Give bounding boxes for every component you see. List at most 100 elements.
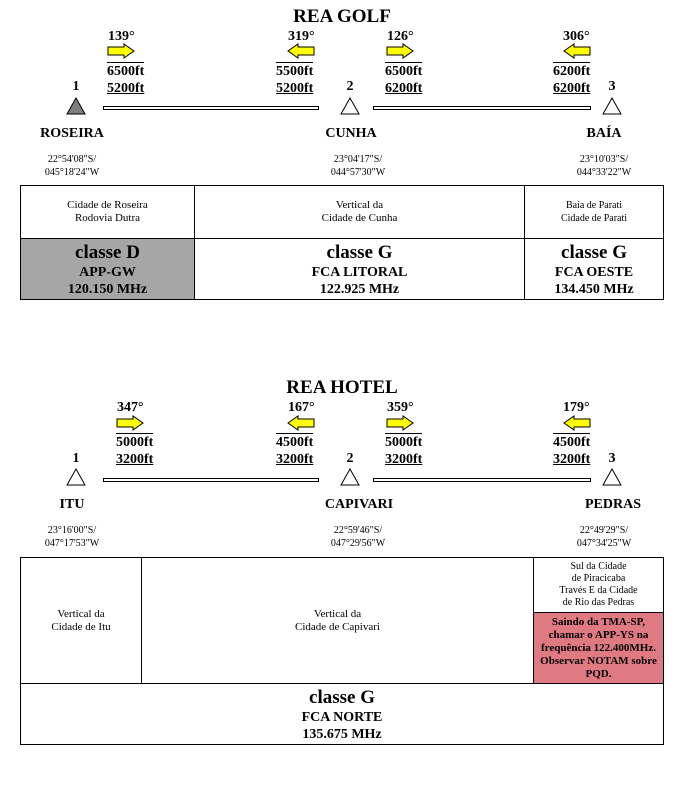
hotel-ref3-line3: Través E da Cidade	[559, 585, 638, 596]
golf-class2-frequency: 122.925 MHz	[319, 282, 400, 297]
golf-class1-frequency: 120.150 MHz	[67, 282, 148, 297]
golf-class-cell-1: classe D APP-GW 120.150 MHz	[21, 239, 194, 299]
hotel-leg1-alt-bottom: 3200ft	[116, 452, 154, 467]
hotel-ref3-line4: de Rio das Pedras	[562, 597, 635, 608]
arrow-left-icon	[287, 43, 315, 59]
hotel-note-line2: chamar o APP-YS na	[548, 628, 649, 641]
hotel-class-cell: classe G FCA NORTE 135.675 MHz	[21, 684, 663, 744]
hotel-table-right-border	[663, 557, 664, 745]
golf-class-cell-2: classe G FCA LITORAL 122.925 MHz	[195, 239, 524, 299]
golf-ref1-line2: Rodovia Dutra	[74, 212, 141, 224]
hotel-route-segment-1	[103, 478, 319, 482]
waypoint-triangle-icon	[66, 468, 86, 486]
golf-wp1-name: ROSEIRA	[40, 126, 104, 141]
hotel-wp3-coords: 22°49'29"S/ 047°34'25"W	[577, 524, 631, 550]
hotel-note-line4: Observar NOTAM sobre	[540, 654, 657, 667]
hotel-leg4-alt-bottom: 3200ft	[553, 452, 591, 467]
hotel-leg2-altitudes: 4500ft 3200ft	[276, 433, 314, 468]
hotel-table-divider	[533, 557, 534, 684]
hotel-table-top-border	[20, 557, 664, 558]
hotel-ref2-line1: Vertical da	[313, 607, 362, 620]
golf-wp3-lat: 23°10'03"S/	[579, 154, 629, 165]
hotel-leg2-alt-bottom: 3200ft	[276, 452, 314, 467]
arrow-right-icon	[386, 43, 414, 59]
hotel-leg4-alt-top: 4500ft	[553, 433, 591, 450]
golf-wp2-coords: 23°04'17"S/ 044°57'30"W	[331, 153, 385, 179]
golf-wp2-number: 2	[346, 79, 354, 94]
golf-leg1-alt-top: 6500ft	[107, 62, 145, 79]
golf-ref3-line2: Cidade de Parati	[560, 213, 628, 224]
hotel-note-top-border	[533, 612, 664, 613]
hotel-route-segment-2	[373, 478, 591, 482]
hotel-ref2-line2: Cidade de Capivari	[295, 620, 380, 633]
hotel-wp3-name: PEDRAS	[584, 497, 642, 512]
arrow-right-icon	[107, 43, 135, 59]
hotel-leg3-heading: 359°	[387, 400, 414, 415]
hotel-class-unit: FCA NORTE	[301, 710, 383, 725]
hotel-leg1-heading: 347°	[117, 400, 144, 415]
golf-wp1-number: 1	[72, 79, 80, 94]
golf-class3-unit: FCA OESTE	[554, 265, 634, 280]
hotel-wp1-lat: 23°16'00"S/	[47, 525, 97, 536]
hotel-wp2-number: 2	[346, 451, 354, 466]
golf-wp1-lon: 045°18'24"W	[44, 167, 100, 178]
golf-wp2-lat: 23°04'17"S/	[333, 154, 383, 165]
hotel-wp3-lat: 22°49'29"S/	[579, 525, 629, 536]
hotel-wp2-lon: 047°29'56"W	[330, 538, 386, 549]
hotel-leg3-alt-bottom: 3200ft	[385, 452, 423, 467]
hotel-leg2-alt-top: 4500ft	[276, 433, 314, 450]
golf-ref3-line1: Baía de Parati	[565, 200, 623, 211]
hotel-table-divider	[141, 557, 142, 684]
rea-hotel-title: REA HOTEL	[286, 377, 398, 398]
golf-leg3-alt-bottom: 6200ft	[385, 81, 423, 96]
golf-ref1-line1: Cidade de Roseira	[67, 199, 148, 211]
golf-leg1-alt-bottom: 5200ft	[107, 81, 145, 96]
hotel-ref1-line2: Cidade de Itu	[51, 620, 111, 633]
golf-leg2-alt-bottom: 5200ft	[276, 81, 314, 96]
golf-class2-unit: FCA LITORAL	[311, 265, 408, 280]
waypoint-triangle-icon	[602, 468, 622, 486]
golf-leg1-heading: 139°	[108, 29, 135, 44]
golf-ref2-line2: Cidade de Cunha	[321, 212, 398, 224]
hotel-wp2-lat: 22°59'46"S/	[333, 525, 383, 536]
golf-class2-label: classe G	[326, 242, 393, 263]
hotel-wp2-coords: 22°59'46"S/ 047°29'56"W	[331, 524, 385, 550]
golf-table-mid-border	[20, 238, 664, 239]
golf-class1-label: classe D	[75, 242, 140, 263]
hotel-class-frequency: 135.675 MHz	[302, 727, 382, 742]
golf-wp3-lon: 044°33'22"W	[576, 167, 632, 178]
hotel-wp1-name: ITU	[59, 497, 85, 512]
golf-leg4-heading: 306°	[563, 29, 590, 44]
golf-table-top-border	[20, 185, 664, 186]
hotel-note-line5: PQD.	[585, 667, 612, 680]
golf-wp1-lat: 22°54'08"S/	[47, 154, 97, 165]
hotel-table-bottom-border	[20, 744, 664, 745]
golf-leg4-altitudes: 6200ft 6200ft	[553, 62, 591, 97]
golf-table-right-border	[663, 185, 664, 300]
golf-wp2-name: CUNHA	[325, 126, 377, 141]
golf-route-segment-2	[373, 106, 591, 110]
hotel-leg4-altitudes: 4500ft 3200ft	[553, 433, 591, 468]
golf-wp3-number: 3	[608, 79, 616, 94]
golf-table-divider	[194, 185, 195, 300]
arrow-right-icon	[386, 415, 414, 431]
waypoint-triangle-icon	[340, 468, 360, 486]
golf-route-segment-1	[103, 106, 319, 110]
golf-leg3-altitudes: 6500ft 6200ft	[385, 62, 423, 97]
golf-wp3-name: BAÍA	[586, 126, 622, 141]
golf-wp2-lon: 044°57'30"W	[330, 167, 386, 178]
hotel-table-left-border	[20, 557, 21, 745]
hotel-wp3-number: 3	[608, 451, 616, 466]
golf-ref2-line1: Vertical da	[335, 199, 384, 211]
golf-table-bottom-border	[20, 299, 664, 300]
hotel-note-line1: Saindo da TMA-SP,	[551, 615, 646, 628]
golf-table-left-border	[20, 185, 21, 300]
hotel-leg4-heading: 179°	[563, 400, 590, 415]
golf-leg3-heading: 126°	[387, 29, 414, 44]
hotel-wp1-coords: 23°16'00"S/ 047°17'53"W	[45, 524, 99, 550]
arrow-right-icon	[116, 415, 144, 431]
